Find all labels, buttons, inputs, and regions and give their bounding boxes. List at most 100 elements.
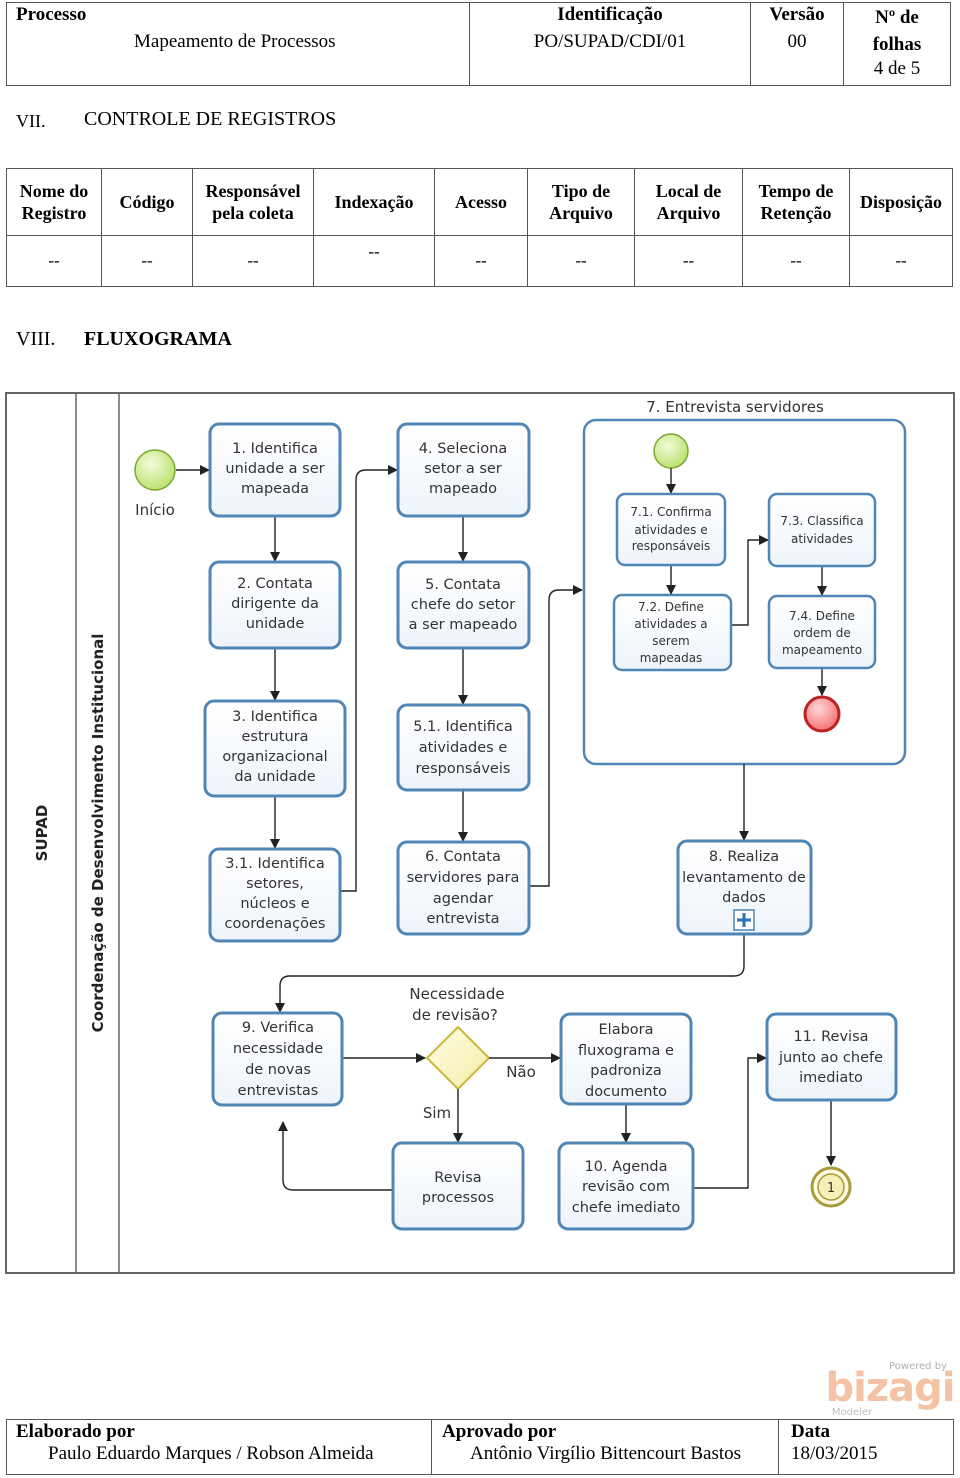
section-7-title: CONTROLE DE REGISTROS [84, 108, 337, 130]
elaborado-cell: Elaborado por Paulo Eduardo Marques / Ro… [6, 1419, 432, 1475]
bizagi-sub: Modeler [832, 1407, 873, 1417]
svg-text:11. Revisa: 11. Revisa [793, 1029, 868, 1045]
svg-text:processos: processos [422, 1190, 494, 1206]
svg-text:responsáveis: responsáveis [632, 539, 711, 553]
cell-acesso: -- [434, 235, 528, 287]
flow-31-to-4 [340, 465, 398, 892]
cell-tempo-retencao: -- [742, 235, 850, 287]
task-5-1: 5.1. Identifica atividades e responsávei… [396, 703, 531, 792]
aprovado-cell: Aprovado por Antônio Virgílio Bittencour… [431, 1419, 779, 1475]
data-value: 18/03/2015 [791, 1443, 878, 1464]
section-8-title: FLUXOGRAMA [84, 328, 232, 350]
processo-cell: Processo Mapeamento de Processos [6, 2, 470, 86]
registros-header-row: Nome do Registro Código Responsável pela… [6, 168, 953, 236]
svg-text:setor a ser: setor a ser [424, 461, 502, 477]
section-7-number: VII. [16, 111, 46, 131]
col-tipo-arquivo: Tipo de Arquivo [527, 168, 635, 236]
subprocess-7-title: 7. Entrevista servidores [646, 398, 824, 416]
versao-cell: Versão 00 [750, 2, 844, 86]
svg-text:dirigente da: dirigente da [231, 596, 319, 612]
svg-text:9. Verifica: 9. Verifica [242, 1020, 314, 1036]
svg-text:mapeado: mapeado [429, 481, 497, 497]
identificacao-cell: Identificação PO/SUPAD/CDI/01 [469, 2, 751, 86]
svg-text:6. Contata: 6. Contata [425, 849, 501, 865]
versao-label: Versão [769, 4, 825, 25]
task-2: 2. Contata dirigente da unidade [208, 560, 342, 650]
svg-text:junto ao chefe: junto ao chefe [778, 1050, 883, 1066]
link-event-label: 1 [827, 1181, 835, 1196]
subprocess-end-event [803, 695, 841, 733]
col-acesso: Acesso [434, 168, 528, 236]
task-10: 10. Agenda revisão com chefe imediato [557, 1141, 695, 1231]
svg-text:atividades e: atividades e [634, 523, 707, 537]
cell-responsavel: -- [192, 235, 314, 287]
flowchart-diagram: SUPAD Coordenação de Desenvolvimento Ins… [5, 392, 955, 1274]
svg-text:1. Identifica: 1. Identifica [232, 441, 318, 457]
svg-text:levantamento de: levantamento de [682, 870, 806, 886]
svg-text:ordem de: ordem de [793, 626, 851, 640]
start-label: Início [135, 501, 175, 519]
section-8-number: VIII. [16, 328, 56, 350]
folhas-label: Nº de folhas [872, 7, 922, 55]
svg-text:7.2. Define: 7.2. Define [638, 600, 704, 614]
task-7-1: 7.1. Confirma atividades e responsáveis [615, 492, 727, 567]
svg-text:mapeada: mapeada [241, 481, 309, 497]
elaborado-value: Paulo Eduardo Marques / Robson Almeida [48, 1443, 374, 1464]
svg-text:unidade a ser: unidade a ser [225, 461, 324, 477]
data-label: Data [791, 1421, 831, 1442]
cell-codigo: -- [101, 235, 193, 287]
svg-text:mapeamento: mapeamento [782, 643, 862, 657]
svg-text:fluxograma e: fluxograma e [578, 1043, 674, 1059]
svg-text:mapeadas: mapeadas [640, 651, 703, 665]
svg-text:10. Agenda: 10. Agenda [585, 1159, 668, 1175]
svg-text:estrutura: estrutura [241, 729, 308, 745]
svg-text:da unidade: da unidade [234, 769, 315, 785]
svg-text:entrevista: entrevista [426, 911, 499, 927]
task-6: 6. Contata servidores para agendar entre… [396, 840, 531, 936]
identificacao-label: Identificação [557, 4, 663, 25]
task-9: 9. Verifica necessidade de novas entrevi… [211, 1011, 344, 1107]
subprocess-start-event [653, 433, 689, 469]
svg-text:7.3. Classifica: 7.3. Classifica [780, 514, 863, 528]
svg-text:núcleos e: núcleos e [240, 896, 309, 912]
svg-text:atividades a: atividades a [634, 617, 707, 631]
flow-revisa-to-9 [278, 1121, 392, 1191]
cell-local-arquivo: -- [634, 235, 743, 287]
task-7-2: 7.2. Define atividades a serem mapeadas [612, 593, 733, 672]
svg-text:responsáveis: responsáveis [416, 761, 511, 777]
flow-72-to-73 [731, 535, 769, 626]
svg-text:setores,: setores, [246, 876, 304, 892]
svg-text:8. Realiza: 8. Realiza [709, 849, 779, 865]
col-codigo: Código [101, 168, 193, 236]
svg-text:de novas: de novas [245, 1062, 311, 1078]
svg-text:5.1. Identifica: 5.1. Identifica [413, 719, 513, 735]
svg-text:atividades: atividades [791, 532, 853, 546]
aprovado-value: Antônio Virgílio Bittencourt Bastos [470, 1443, 742, 1464]
svg-text:dados: dados [722, 890, 766, 906]
link-event-inner [817, 1173, 845, 1201]
gateway-label-line1: Necessidade [409, 985, 504, 1003]
svg-text:servidores para: servidores para [407, 870, 520, 886]
header-table: Processo Mapeamento de Processos Identif… [6, 2, 951, 86]
pool-label: SUPAD [33, 805, 51, 862]
data-cell: Data 18/03/2015 [778, 1419, 954, 1475]
folhas-value: 4 de 5 [873, 58, 921, 79]
footer-table: Elaborado por Paulo Eduardo Marques / Ro… [6, 1419, 954, 1475]
svg-text:3.1. Identifica: 3.1. Identifica [225, 856, 325, 872]
bizagi-logo: Powered by bizagi Modeler [826, 1361, 955, 1417]
folhas-cell: Nº de folhas 4 de 5 [843, 2, 951, 86]
svg-text:3. Identifica: 3. Identifica [232, 709, 318, 725]
col-nome-registro: Nome do Registro [6, 168, 102, 236]
task-elabora: Elabora fluxograma e padroniza documento [559, 1012, 693, 1106]
table-row: -- -- -- -- -- -- -- -- -- [6, 235, 953, 287]
gateway-no-label: Não [506, 1063, 536, 1081]
sequence-flows [176, 465, 836, 1191]
task-8: 8. Realiza levantamento de dados [676, 839, 813, 936]
task-7-3: 7.3. Classifica atividades [767, 492, 877, 568]
svg-text:7.1. Confirma: 7.1. Confirma [630, 505, 711, 519]
svg-text:revisão com: revisão com [582, 1179, 670, 1195]
svg-text:agendar: agendar [433, 891, 493, 907]
task-4: 4. Seleciona setor a ser mapeado [396, 422, 531, 518]
task-revisa: Revisa processos [391, 1141, 525, 1231]
svg-text:7.4. Define: 7.4. Define [789, 609, 855, 623]
